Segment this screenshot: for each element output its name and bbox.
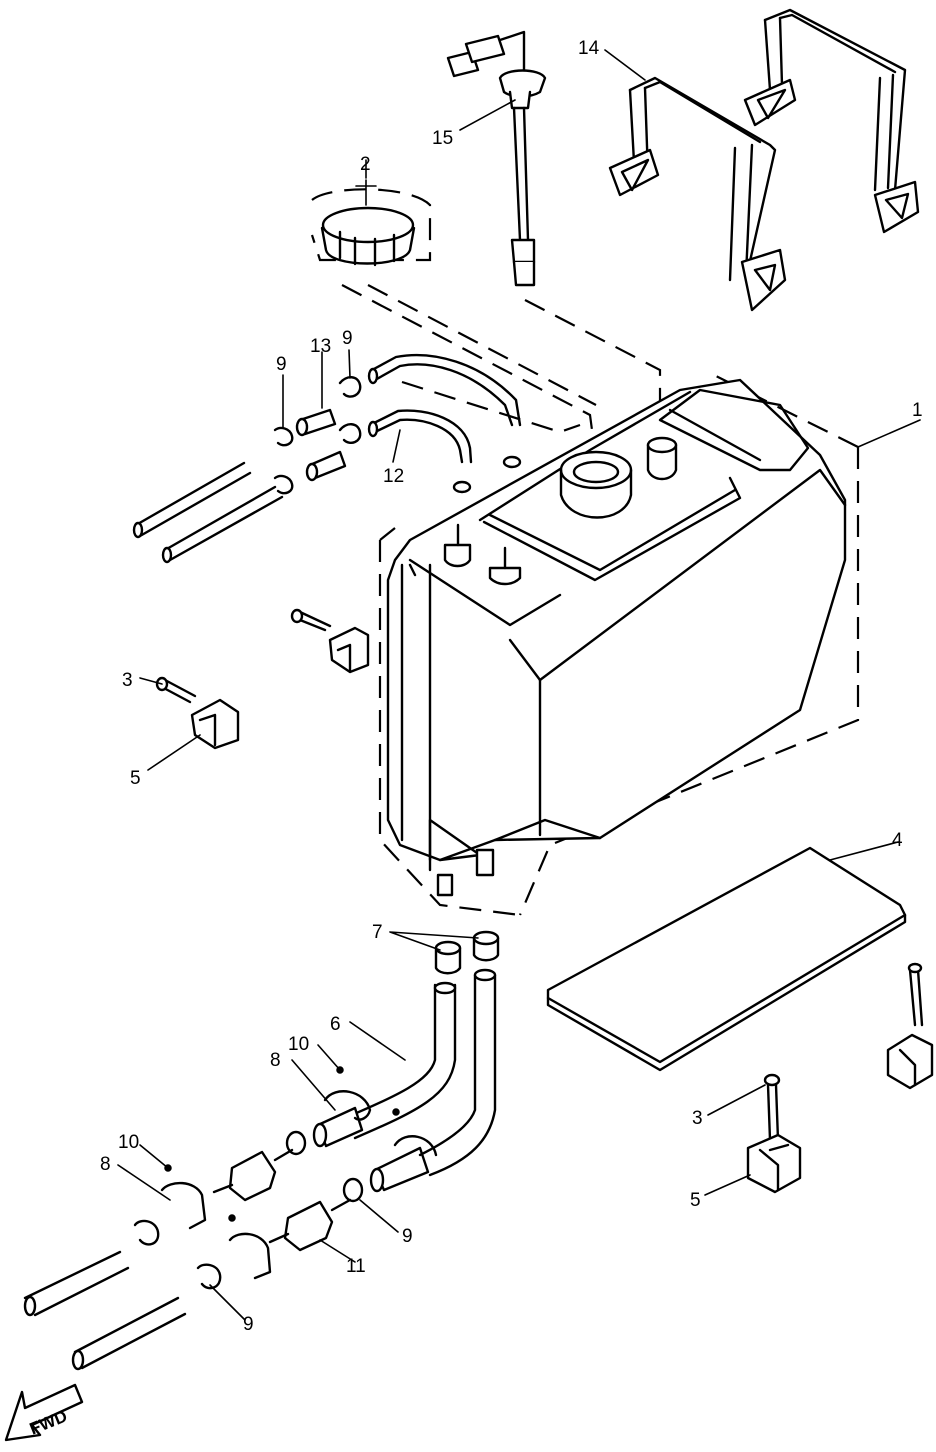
assembly-dashed-lines — [310, 188, 860, 917]
callout-14: 14 — [578, 38, 600, 59]
callout-9-top-left: 9 — [276, 354, 287, 375]
callout-13: 13 — [310, 336, 331, 357]
vent-hoses — [367, 353, 522, 464]
callout-5-right: 5 — [690, 1190, 701, 1211]
callout-5-left: 5 — [130, 768, 141, 789]
filler-cap — [320, 179, 416, 267]
fuel-hoses — [338, 930, 500, 1177]
callout-10-upper: 10 — [288, 1034, 309, 1055]
fuel-sender — [446, 30, 547, 287]
leader-lines — [117, 49, 921, 1321]
callout-7: 7 — [372, 922, 383, 943]
callout-11: 11 — [346, 1256, 366, 1277]
callout-4: 4 — [892, 830, 903, 851]
fuel-tank — [386, 378, 847, 897]
hold-down-clamps — [155, 608, 934, 1194]
vent-fittings — [273, 376, 522, 495]
callout-9-mid: 9 — [402, 1226, 413, 1247]
callout-15: 15 — [432, 128, 453, 149]
callout-3-left: 3 — [122, 670, 133, 691]
callout-10-lower: 10 — [118, 1132, 139, 1153]
callout-labels: 1 2 3 3 4 5 5 6 7 8 8 9 9 9 9 10 10 11 1… — [100, 38, 923, 1335]
callout-12: 12 — [383, 466, 404, 487]
tank-straps — [608, 8, 920, 312]
fuel-filters-and-clamps — [23, 1066, 438, 1371]
forward-direction-arrow: FWD — [4, 1383, 84, 1442]
callout-1: 1 — [912, 400, 923, 421]
callout-9-bottom: 9 — [243, 1314, 254, 1335]
callout-9-top-right: 9 — [342, 328, 353, 349]
callout-3-right: 3 — [692, 1108, 703, 1129]
callout-8-upper: 8 — [270, 1050, 281, 1071]
callout-2: 2 — [360, 154, 371, 175]
callout-6: 6 — [330, 1014, 341, 1035]
tank-pad — [546, 846, 907, 1072]
vent-lines — [132, 461, 284, 564]
callout-8-lower: 8 — [100, 1154, 111, 1175]
